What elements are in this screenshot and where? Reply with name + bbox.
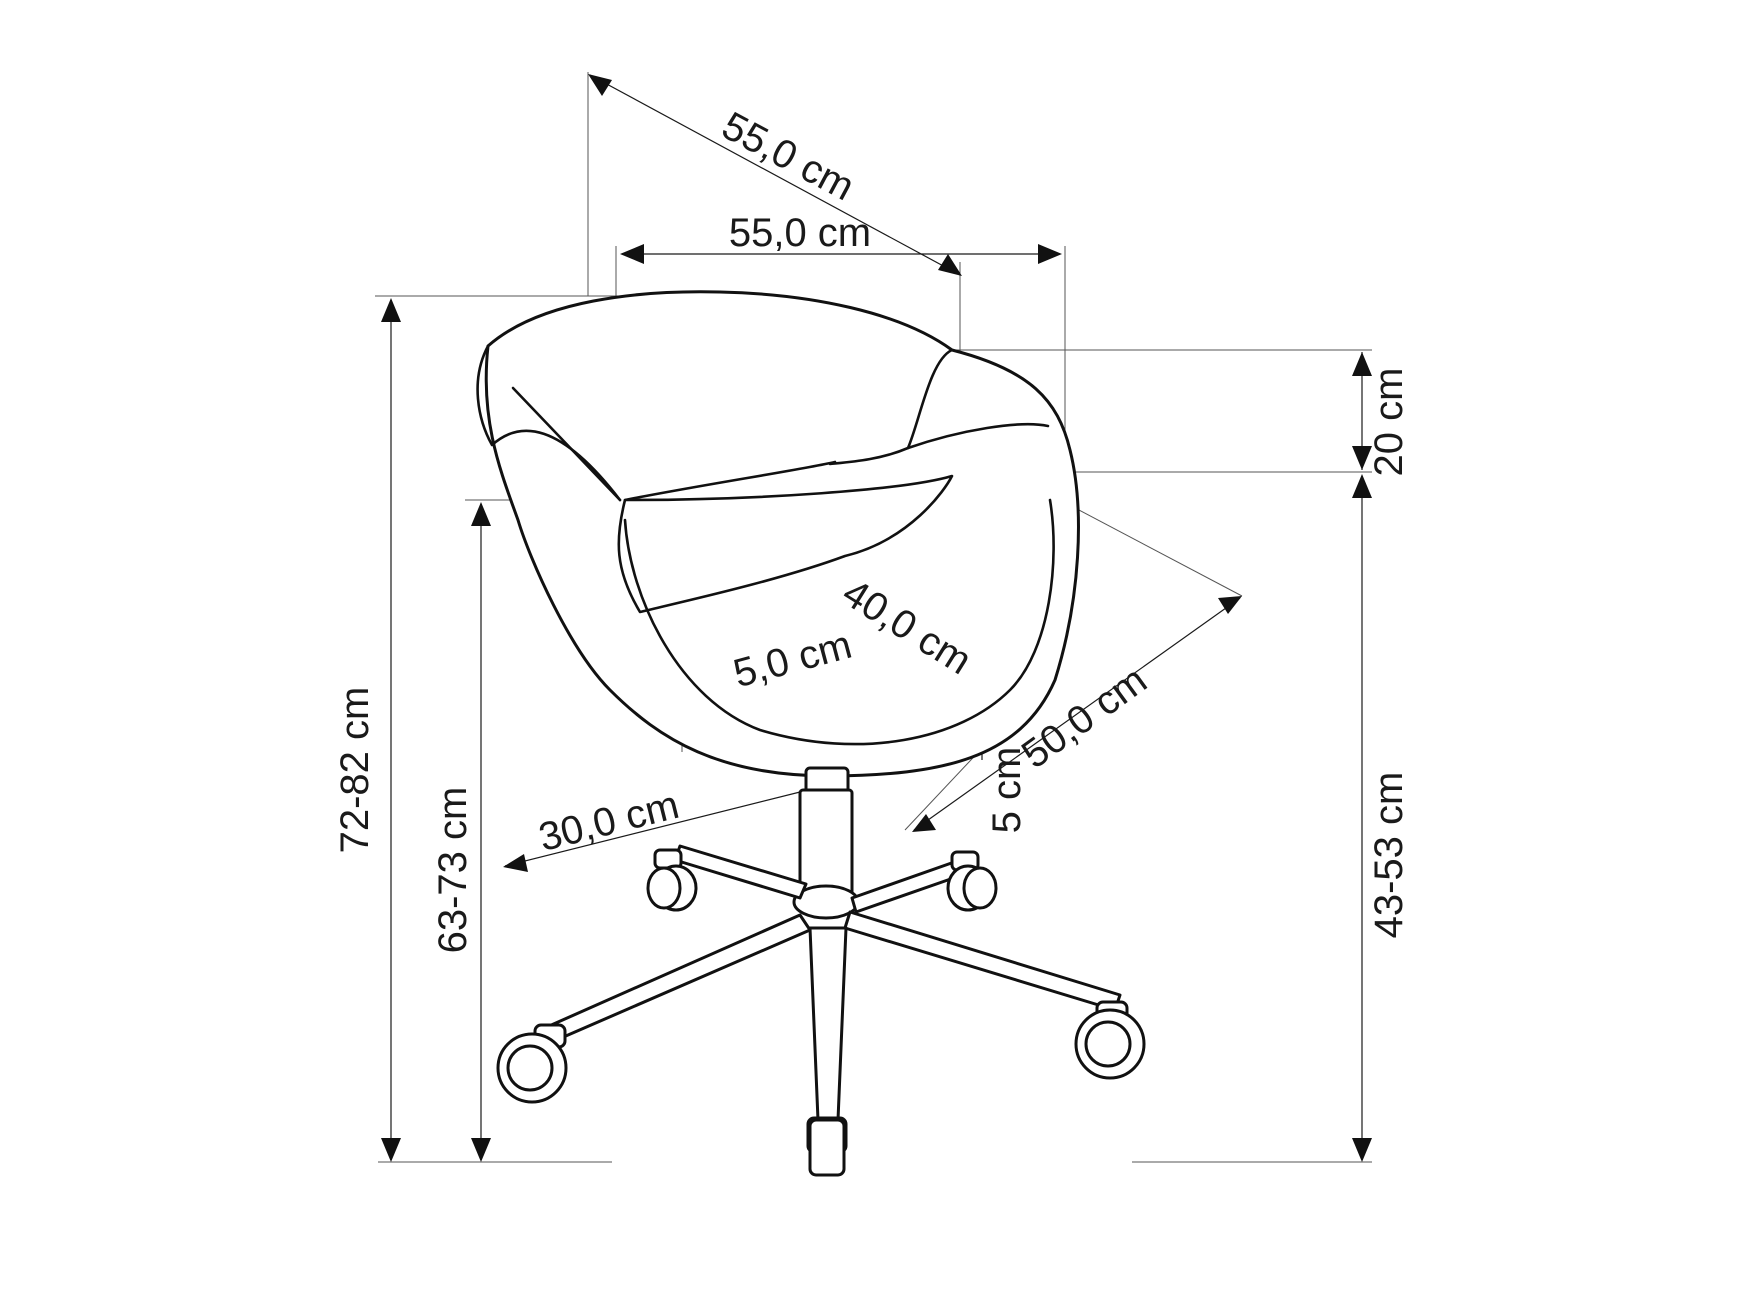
dimension-lines [381,74,1372,1162]
leg-center [808,926,848,1122]
chair-drawing [476,290,1146,1177]
chair-shell [484,290,1080,778]
label-depth: 55,0 cm [715,104,861,210]
leg-right-front [843,910,1122,1012]
label-seat-height: 43-53 cm [1367,772,1411,939]
label-width: 55,0 cm [729,211,871,255]
leg-left-back [673,844,808,900]
caster-left-back [646,848,698,912]
seat-cushion [617,474,954,614]
label-armrest-rise: 20 cm [1367,368,1411,477]
label-total-height: 72-82 cm [333,687,377,854]
caster-right-front [1074,1000,1146,1080]
caster-right-back [946,850,998,912]
label-seat-thickness: 5 cm [985,747,1029,834]
label-base-radius: 30,0 cm [534,783,683,860]
gas-cylinder [798,788,854,902]
caster-left-front [496,1023,568,1104]
label-armrest-height: 63-73 cm [431,787,475,954]
leg-left-front [538,913,812,1047]
